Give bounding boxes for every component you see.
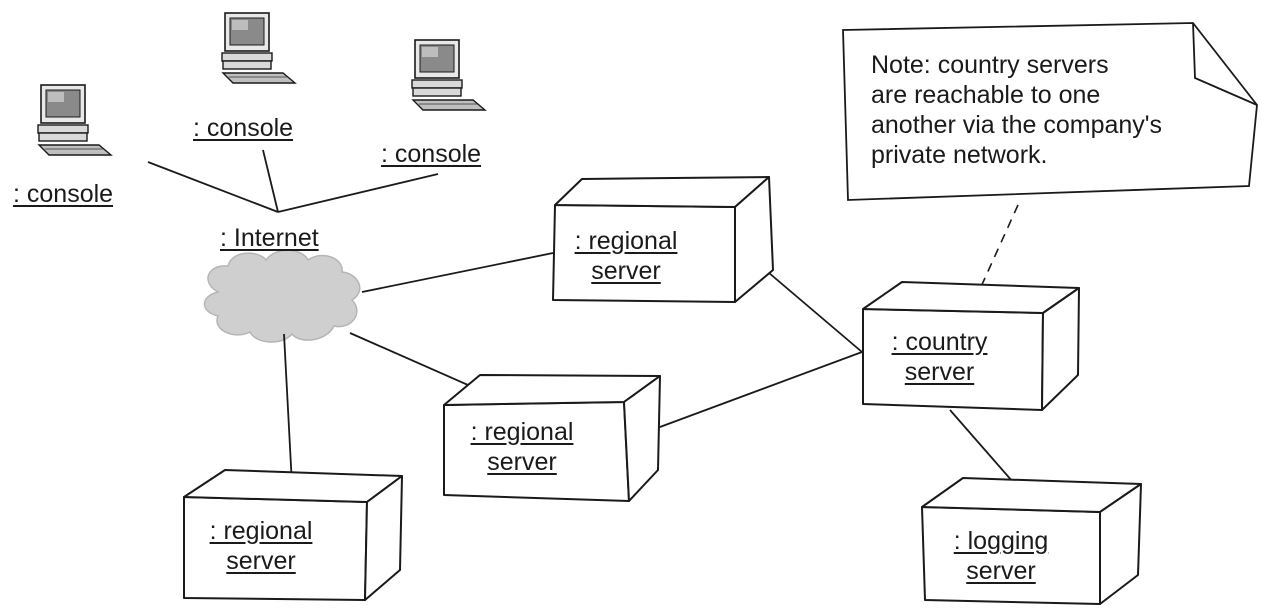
computer-icon xyxy=(411,39,486,111)
country-server-label: : country server xyxy=(891,328,988,386)
regional-server-node xyxy=(443,374,661,502)
computer-icon xyxy=(221,12,296,84)
note-box xyxy=(842,22,1258,201)
regional-server-node xyxy=(552,176,774,303)
regional-server-label: : regional server xyxy=(470,418,574,476)
note-text: Note: country servers are reachable to o… xyxy=(871,51,1163,169)
link-country-logging xyxy=(949,409,1021,491)
country-server-node xyxy=(862,281,1080,411)
console-link xyxy=(147,161,279,213)
regional-server-node xyxy=(183,469,403,601)
internet-cloud-icon xyxy=(203,249,361,343)
link-internet-regional xyxy=(349,332,469,386)
regional-server-label: : regional server xyxy=(574,227,678,285)
regional-server-label: : regional server xyxy=(209,517,313,575)
link-internet-regional xyxy=(361,252,554,293)
logging-server-label: : logging server xyxy=(953,527,1049,585)
link-internet-regional xyxy=(283,333,293,486)
console-link xyxy=(277,173,439,213)
console-link xyxy=(262,149,279,213)
link-regional-country xyxy=(632,351,863,438)
logging-server-node xyxy=(921,477,1142,605)
console-label: : console xyxy=(381,140,482,168)
console-label: : console xyxy=(13,180,114,208)
internet-label: : Internet xyxy=(220,224,319,252)
console-label: : console xyxy=(193,114,294,142)
computer-icon xyxy=(37,84,112,156)
